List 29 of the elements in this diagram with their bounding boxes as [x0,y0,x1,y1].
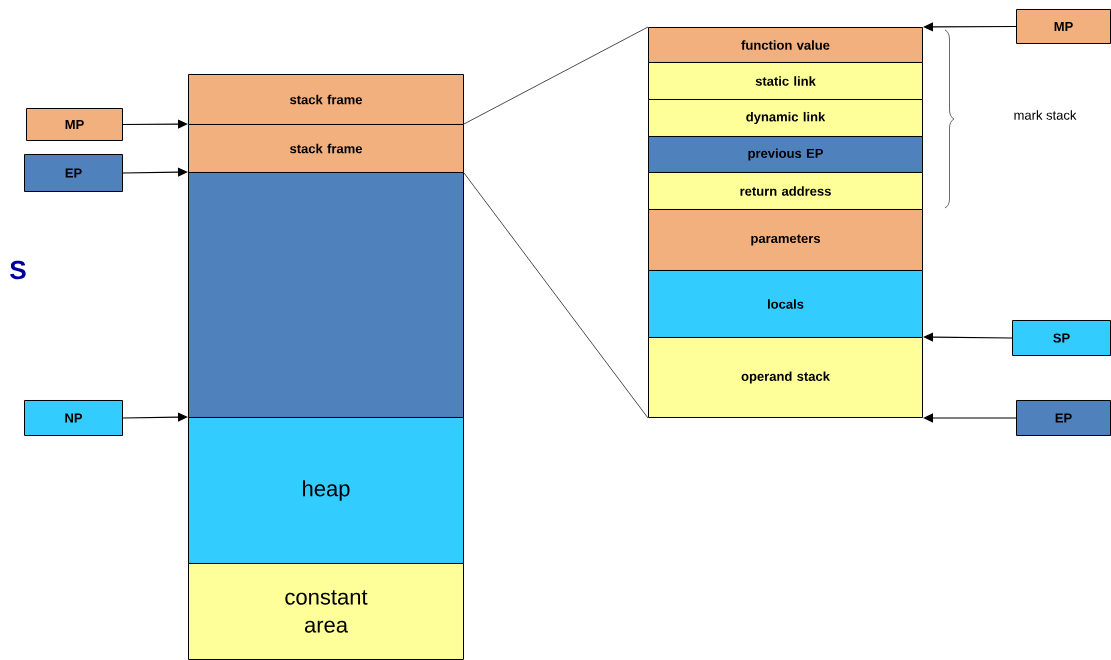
frame-field: previous EP [648,136,923,173]
text-fragment: S [10,260,26,280]
pointer-box: NP [24,400,123,436]
arrow [923,332,1013,342]
pointer-box: MP [26,108,123,141]
bracket-label: mark stack [1014,110,1077,120]
arrow [122,412,188,422]
memory-segment: stack frame [188,124,464,173]
frame-field: operand stack [648,337,923,418]
frame-field: dynamic link [648,99,923,137]
frame-field: static link [648,62,923,100]
memory-segment: stack frame [188,74,464,125]
frame-field: parameters [648,209,923,271]
connector-line [463,172,649,419]
pointer-box: EP [24,154,123,192]
frame-field: function value [648,27,923,63]
memory-segment: heap [188,417,464,564]
memory-segment [188,172,464,418]
arrow [122,119,188,129]
arrow [923,413,1017,423]
memory-segment: constant area [188,563,464,660]
connector-line [463,26,649,125]
arrow [122,167,188,177]
frame-field: locals [648,270,923,338]
pointer-box: EP [1016,400,1111,436]
frame-field: return address [648,172,923,210]
pointer-box: SP [1012,320,1111,356]
pointer-box: MP [1016,9,1111,44]
arrow [923,22,1017,32]
